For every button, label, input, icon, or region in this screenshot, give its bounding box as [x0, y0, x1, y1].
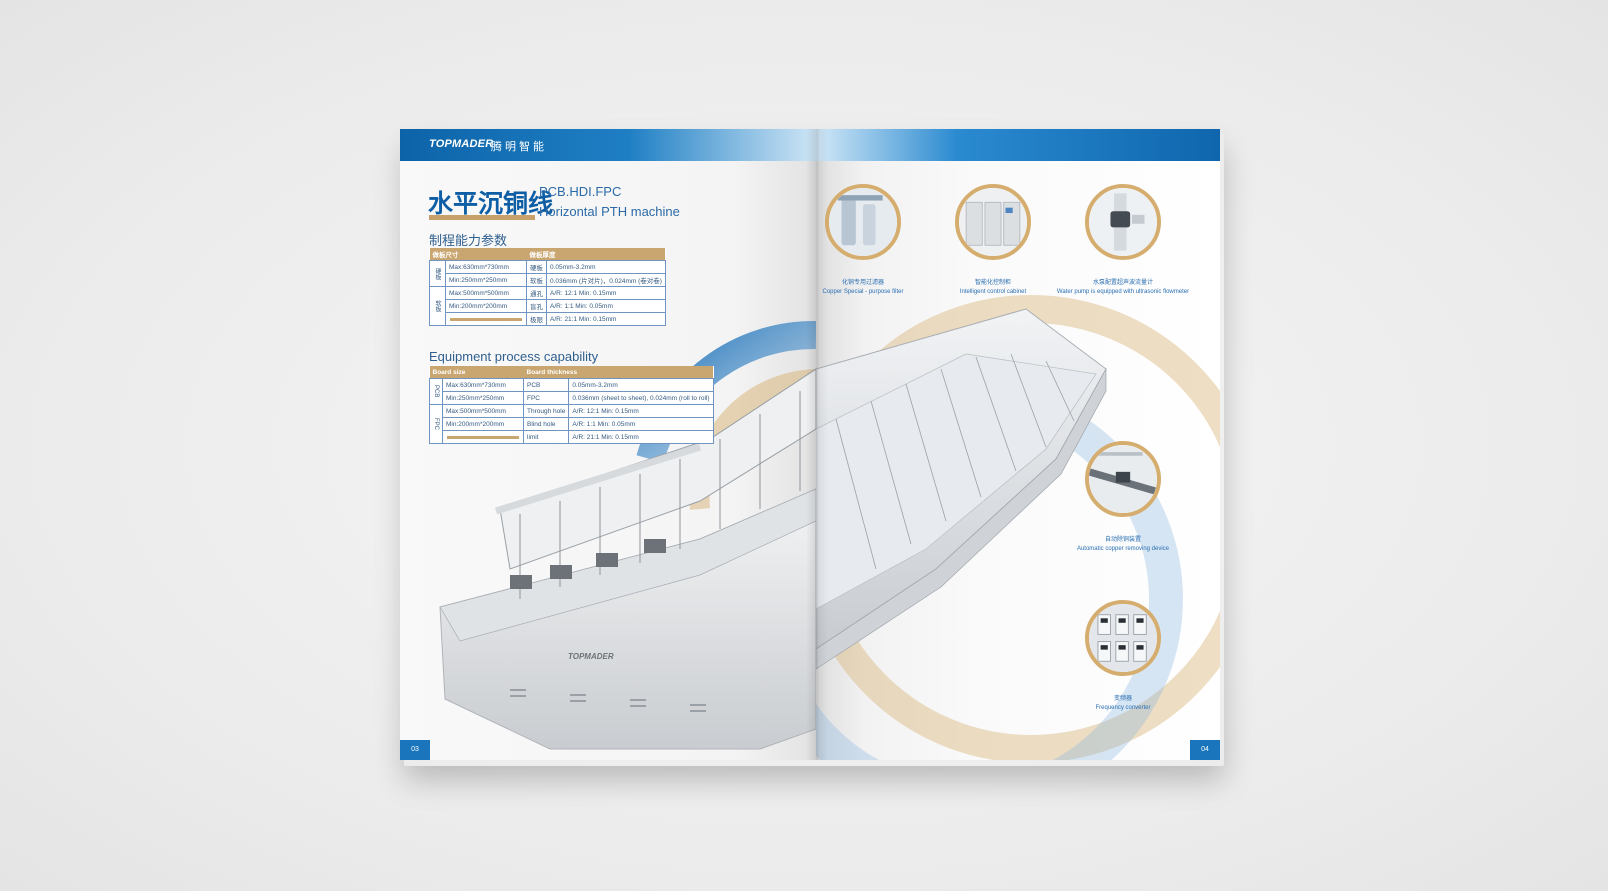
table-cell: FPC	[522, 391, 570, 405]
table-header-thickness: Board thickness	[523, 366, 714, 379]
table-cell: 硬板	[526, 260, 547, 274]
table-cell: A/R: 21:1 Min: 0.15mm	[546, 312, 666, 326]
table-cell: 0.05mm-3.2mm	[568, 378, 714, 392]
feature-filter-photo	[825, 184, 901, 260]
pump-image-icon	[1089, 188, 1157, 256]
table-cell: Max:630mm*730mm	[442, 378, 524, 392]
table-cell: limit	[522, 430, 570, 444]
table-cell: A/R: 12:1 Min: 0.15mm	[568, 404, 714, 418]
table-cell: A/R: 21:1 Min: 0.15mm	[568, 430, 714, 444]
feature-caption-en: Frequency converter	[1095, 704, 1151, 711]
feature-caption-pump: 水泵配置超声波流量计 Water pump is equipped with u…	[1048, 279, 1198, 296]
feature-caption-en: Water pump is equipped with ultrasonic f…	[1056, 288, 1190, 295]
page-number-right: 04	[1190, 740, 1220, 760]
table-cell: Blind hole	[522, 417, 570, 431]
table-row: Min:200mm*200mm Blind hole A/R: 1:1 Min:…	[430, 417, 714, 431]
table-row: 极限 A/R: 21:1 Min: 0.15mm	[430, 312, 666, 326]
page-subtitle-products: PCB.HDI.FPC	[539, 184, 622, 199]
table-row: Min:200mm*200mm 盲孔 A/R: 1:1 Min: 0.05mm	[430, 299, 666, 313]
table-group-label: PCB	[429, 378, 443, 405]
table-header-size: 做板尺寸	[429, 248, 527, 261]
table-header-size: Board size	[429, 366, 524, 379]
table-cell: Min:250mm*250mm	[445, 273, 527, 287]
copper-device-image-icon	[1089, 445, 1157, 513]
table-row: Min:250mm*250mm 软板 0.036mm (片对片)，0.024mm…	[430, 273, 666, 287]
table-header-thickness: 做板厚度	[526, 248, 666, 261]
page-number-left: 03	[400, 740, 430, 760]
table-cell: PCB	[522, 378, 570, 392]
table-cell: 极限	[526, 312, 547, 326]
feature-caption-filter: 化铜专用过滤器 Copper Special - purpose filter	[816, 279, 938, 296]
table-cell-bar	[445, 312, 527, 326]
table-row: 软板 Max:500mm*500mm 通孔 A/R: 12:1 Min: 0.1…	[429, 286, 666, 326]
table-row: limit A/R: 21:1 Min: 0.15mm	[430, 430, 714, 444]
brand-logo: TOPMADER	[429, 138, 494, 150]
page-subtitle-english: Horizontal PTH machine	[539, 204, 680, 219]
feature-caption-cn: 化铜专用过滤器	[841, 280, 884, 286]
cabinet-image-icon	[959, 188, 1027, 256]
table-row: FPC Max:500mm*500mm Through hole A/R: 12…	[429, 404, 714, 444]
machine-illustration-continued	[816, 295, 1220, 760]
table-cell: A/R: 1:1 Min: 0.05mm	[546, 299, 666, 313]
feature-cabinet-photo	[955, 184, 1031, 260]
filter-image-icon	[829, 188, 897, 256]
feature-caption-cn: 水泵配置超声波流量计	[1092, 280, 1153, 286]
title-underline	[429, 215, 535, 220]
feature-copper-device-photo	[1085, 441, 1161, 517]
table-cell: 盲孔	[526, 299, 547, 313]
table-cell: 0.05mm-3.2mm	[546, 260, 666, 274]
process-capability-table-chinese: 做板尺寸 做板厚度 硬板 Max:630mm*730mm 硬板 0.05mm-3…	[429, 248, 666, 326]
feature-caption-cabinet: 智能化控制柜 Intelligent control cabinet	[918, 279, 1068, 296]
feature-caption-cn: 变频器	[1113, 696, 1132, 702]
left-header-bar	[400, 129, 816, 161]
table-cell: Min:250mm*250mm	[442, 391, 524, 405]
table-group-label: FPC	[429, 404, 443, 444]
table-cell: 通孔	[526, 286, 547, 300]
feature-pump-photo	[1085, 184, 1161, 260]
machine-brand-mark: TOPMADER	[568, 652, 614, 661]
feature-inverter-photo	[1085, 600, 1161, 676]
table-cell: Min:200mm*200mm	[442, 417, 524, 431]
table-group-label: 软板	[429, 286, 446, 326]
machine-illustration: TOPMADER	[439, 320, 816, 750]
page-title-chinese: 水平沉铜线	[428, 190, 554, 218]
left-page: TOPMADER 腾明智能	[400, 129, 816, 760]
right-header-bar	[816, 129, 1220, 161]
right-page: 化铜专用过滤器 Copper Special - purpose filter …	[816, 129, 1220, 760]
table-cell: A/R: 1:1 Min: 0.05mm	[568, 417, 714, 431]
feature-caption-en: Intelligent control cabinet	[959, 288, 1027, 295]
table-cell: A/R: 12:1 Min: 0.15mm	[546, 286, 666, 300]
section-title-chinese: 制程能力参数	[429, 233, 508, 248]
feature-caption-en: Copper Special - purpose filter	[822, 288, 904, 295]
feature-caption-cn: 智能化控制柜	[974, 280, 1011, 286]
table-cell: Min:200mm*200mm	[445, 299, 527, 313]
table-row: Min:250mm*250mm FPC 0.036mm (sheet to sh…	[430, 391, 714, 405]
feature-caption-inverter: 变频器 Frequency converter	[1048, 695, 1198, 712]
table-cell: Through hole	[522, 404, 570, 418]
table-cell: 软板	[526, 273, 547, 287]
table-cell: Max:500mm*500mm	[442, 404, 524, 418]
brand-chinese-name: 腾明智能	[491, 141, 547, 153]
table-cell-bar	[442, 430, 524, 444]
table-group-label: 硬板	[429, 260, 446, 287]
section-title-english: Equipment process capability	[429, 349, 599, 364]
table-row: 硬板 Max:630mm*730mm 硬板 0.05mm-3.2mm	[429, 260, 666, 287]
table-cell: Max:630mm*730mm	[445, 260, 527, 274]
feature-caption-copper-device: 自动除铜装置 Automatic copper removing device	[1048, 536, 1198, 553]
inverter-image-icon	[1089, 604, 1157, 672]
table-row: PCB Max:630mm*730mm PCB 0.05mm-3.2mm	[429, 378, 714, 405]
table-cell: 0.036mm (sheet to sheet), 0.024mm (roll …	[568, 391, 714, 405]
table-cell: 0.036mm (片对片)，0.024mm (卷对卷)	[546, 273, 666, 287]
feature-caption-en: Automatic copper removing device	[1076, 545, 1170, 552]
feature-caption-cn: 自动除铜装置	[1104, 537, 1141, 543]
table-cell: Max:500mm*500mm	[445, 286, 527, 300]
process-capability-table-english: Board size Board thickness PCB Max:630mm…	[429, 366, 714, 444]
